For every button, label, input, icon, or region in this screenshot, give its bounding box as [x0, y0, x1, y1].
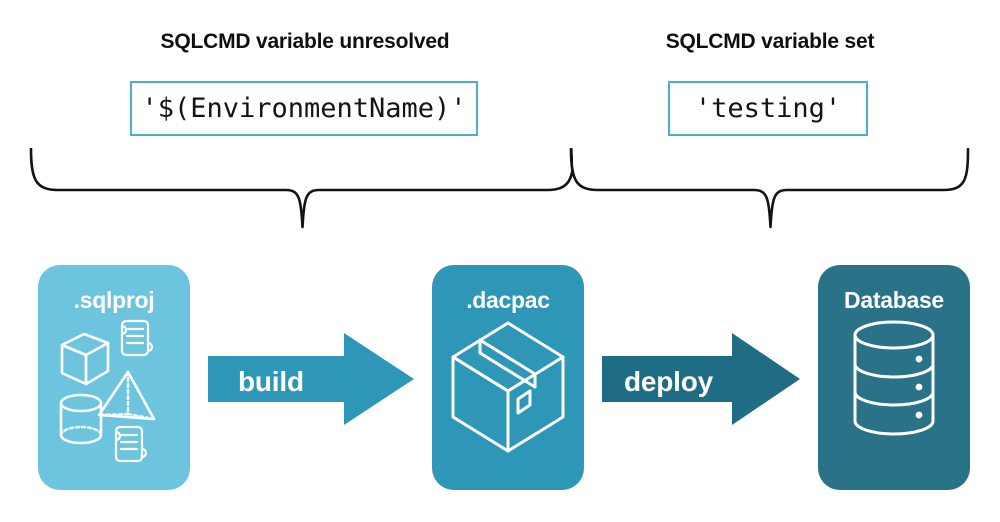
cube-icon	[60, 332, 110, 386]
database-cylinder-icon	[853, 320, 935, 436]
group-title-set: SQLCMD variable set	[665, 30, 875, 53]
brace-right	[568, 147, 970, 235]
cylinder-icon	[59, 393, 103, 445]
arrow-build-label: build	[238, 365, 304, 397]
stage-database-artwork	[818, 317, 970, 490]
brace-left	[28, 147, 576, 235]
stage-dacpac-artwork	[432, 317, 584, 490]
stage-database-label: Database	[844, 287, 944, 313]
stage-sqlproj-label: .sqlproj	[73, 287, 155, 313]
stage-sqlproj-artwork	[38, 317, 190, 490]
brace-left-icon	[29, 147, 576, 229]
sqlcmd-value-box-unresolved: '$(EnvironmentName)'	[130, 81, 478, 136]
arrow-deploy-label: deploy	[624, 365, 714, 397]
stage-dacpac: .dacpac	[432, 265, 584, 490]
pyramid-icon	[97, 370, 156, 421]
sqlcmd-value-box-set: 'testing'	[668, 81, 868, 136]
arrow-right-icon	[602, 333, 800, 425]
stage-database: Database	[818, 265, 970, 490]
script-scroll-icon	[120, 319, 154, 357]
brace-right-icon	[569, 147, 970, 229]
arrow-right-icon	[208, 333, 414, 425]
group-title-unresolved: SQLCMD variable unresolved	[160, 30, 450, 53]
sqlcmd-value-text: 'testing'	[694, 93, 842, 124]
arrow-build: build	[208, 333, 414, 430]
arrow-deploy: deploy	[602, 333, 800, 430]
stage-sqlproj: .sqlproj	[38, 265, 190, 490]
script-scroll-icon	[114, 425, 148, 463]
sqlcmd-value-text: '$(EnvironmentName)'	[141, 93, 467, 124]
package-box-icon	[451, 321, 565, 453]
stage-dacpac-label: .dacpac	[466, 287, 550, 313]
